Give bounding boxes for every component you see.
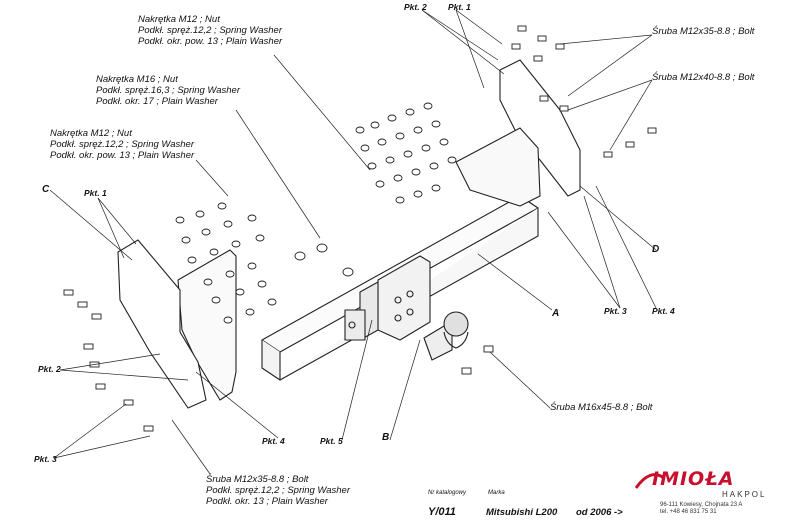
- pkt-1-top: Pkt. 1: [448, 2, 471, 12]
- leader-lines: [49, 9, 657, 475]
- address-line: 96-111 Kowiesy, Chojnata 23 A: [660, 502, 743, 508]
- callout-line: Śruba M12x35-8.8 ; Bolt: [206, 474, 309, 485]
- model-date: od 2006 ->: [576, 507, 623, 518]
- phone-line: tel. +48 46 831 75 31: [660, 509, 717, 515]
- top-fastener-rows: [355, 102, 457, 204]
- left-fastener-rows: [175, 202, 354, 324]
- catalog-code: Y/011: [428, 506, 456, 518]
- m16-bolt: [461, 345, 494, 375]
- brand-caption: Marka: [488, 490, 505, 496]
- callout-line: Podkł. okr. pow. 13 ; Plain Washer: [50, 150, 195, 161]
- callout-line: Podkł. spręż.12,2 ; Spring Washer: [138, 25, 282, 36]
- pkt-3-left: Pkt. 3: [34, 454, 57, 464]
- brand-logo-sub: HAKPOL: [722, 490, 767, 499]
- callout-line: Podkł. okr. 17 ; Plain Washer: [96, 96, 218, 107]
- pkt-3-right: Pkt. 3: [604, 306, 627, 316]
- hitch-plate: [344, 255, 431, 341]
- callout-left-nut-group: Nakrętka M12 ; Nut Podkł. spręż.12,2 ; S…: [50, 128, 194, 161]
- callout-line: Nakrętka M12 ; Nut: [50, 128, 132, 139]
- right-bracket: [455, 59, 581, 207]
- pkt-1-left: Pkt. 1: [84, 188, 107, 198]
- callout-bolt-m12x35: Śruba M12x35-8.8 ; Bolt: [652, 26, 755, 37]
- callout-line: Podkł. okr. 13 ; Plain Washer: [206, 496, 328, 507]
- left-bracket: [117, 239, 237, 409]
- pkt-4-right: Pkt. 4: [652, 306, 675, 316]
- pkt-5: Pkt. 5: [320, 436, 343, 446]
- letter-d: D: [652, 244, 660, 255]
- callout-top-nut-group: Nakrętka M12 ; Nut Podkł. spręż.12,2 ; S…: [138, 14, 282, 47]
- tow-ball: [423, 311, 469, 361]
- catalog-code-caption: Nr katalogowy: [428, 490, 467, 496]
- callout-mid-nut-group: Nakrętka M16 ; Nut Podkł. spręż.16,3 ; S…: [96, 74, 240, 107]
- callout-line: Podkł. spręż.12,2 ; Spring Washer: [206, 485, 350, 496]
- pkt-2-top: Pkt. 2: [404, 2, 427, 12]
- callout-line: Nakrętka M12 ; Nut: [138, 14, 220, 25]
- pkt-4-bottom: Pkt. 4: [262, 436, 285, 446]
- letter-a: A: [552, 308, 560, 319]
- vehicle-model: Mitsubishi L200: [486, 507, 558, 518]
- pkt-2-left: Pkt. 2: [38, 364, 61, 374]
- callout-line: Podkł. okr. pow. 13 ; Plain Washer: [138, 36, 283, 47]
- letter-b: B: [382, 432, 390, 443]
- callout-line: Podkł. spręż.12,2 ; Spring Washer: [50, 139, 194, 150]
- callout-bolt-m12x40: Śruba M12x40-8.8 ; Bolt: [652, 72, 755, 83]
- callout-line: Nakrętka M16 ; Nut: [96, 74, 178, 85]
- fasteners: [63, 25, 657, 432]
- brand-logo: IMIOŁA: [652, 468, 735, 490]
- letter-c: C: [42, 184, 50, 195]
- callout-bolt-m16x45: Śruba M16x45-8.8 ; Bolt: [550, 402, 653, 413]
- callout-bottom-bolt-group: Śruba M12x35-8.8 ; Bolt Podkł. spręż.12,…: [206, 474, 350, 507]
- company-address: 96-111 Kowiesy, Chojnata 23 A tel. +48 4…: [660, 502, 742, 516]
- callout-line: Podkł. spręż.16,3 ; Spring Washer: [96, 85, 240, 96]
- logo-mark: [634, 473, 665, 489]
- top-right-bolts: [511, 25, 657, 158]
